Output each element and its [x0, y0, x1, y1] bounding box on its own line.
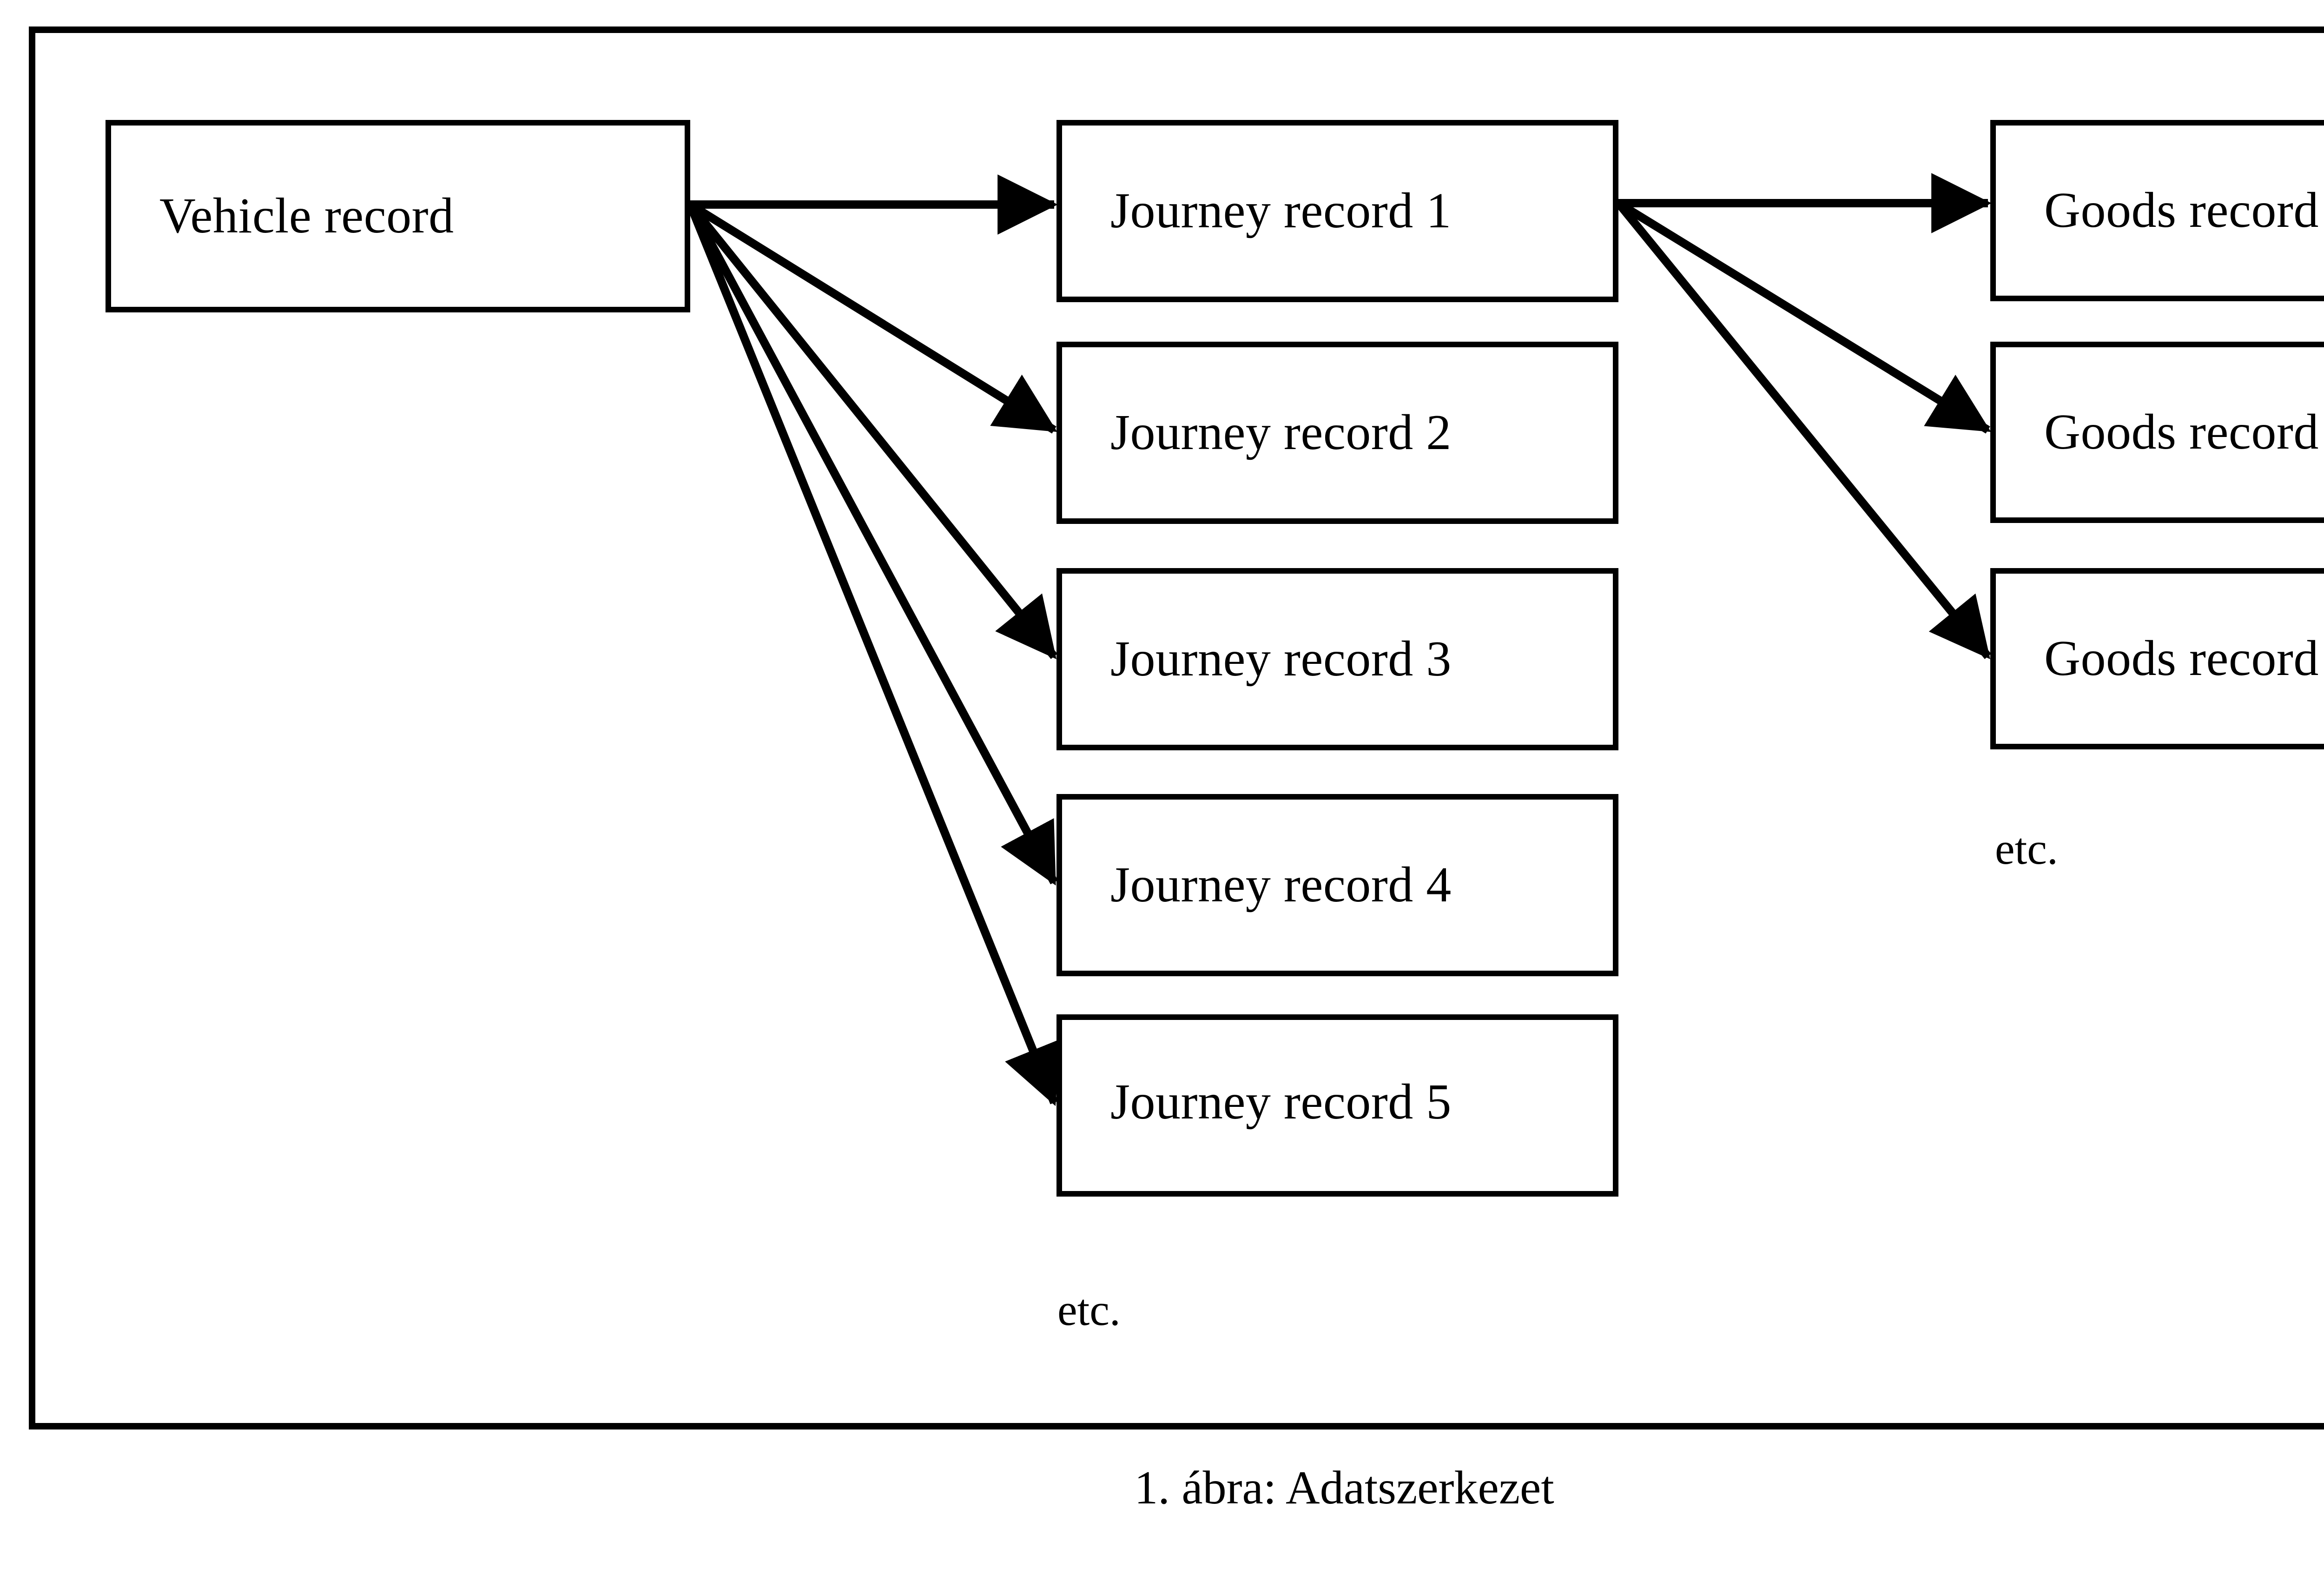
node-label: Journey record 2	[1110, 404, 1452, 460]
node-label: Goods record 3	[2044, 630, 2324, 686]
node-goods-record-2[interactable]: Goods record 2	[1990, 342, 2324, 523]
node-label: Journey record 4	[1110, 857, 1452, 913]
node-goods-record-3[interactable]: Goods record 3	[1990, 568, 2324, 749]
etc-marker-goods-column: etc.	[1995, 824, 2058, 874]
figure-caption: 1. ábra: Adatszerkezet	[1134, 1462, 1554, 1514]
node-label: Journey record 5	[1110, 1074, 1452, 1130]
node-journey-record-2[interactable]: Journey record 2	[1056, 342, 1618, 524]
etc-marker-journey-column: etc.	[1057, 1285, 1121, 1335]
node-journey-record-1[interactable]: Journey record 1	[1056, 120, 1618, 302]
node-goods-record-1[interactable]: Goods record 1	[1990, 120, 2324, 301]
node-label: Goods record 2	[2044, 404, 2324, 460]
node-journey-record-4[interactable]: Journey record 4	[1056, 794, 1618, 976]
node-label: Goods record 1	[2044, 182, 2324, 238]
node-journey-record-3[interactable]: Journey record 3	[1056, 568, 1618, 750]
node-journey-record-5[interactable]: Journey record 5	[1056, 1014, 1618, 1197]
node-label: Vehicle record	[159, 188, 454, 244]
node-vehicle-record[interactable]: Vehicle record	[106, 120, 690, 312]
node-label: Journey record 3	[1110, 631, 1452, 687]
node-label: Journey record 1	[1110, 183, 1452, 238]
